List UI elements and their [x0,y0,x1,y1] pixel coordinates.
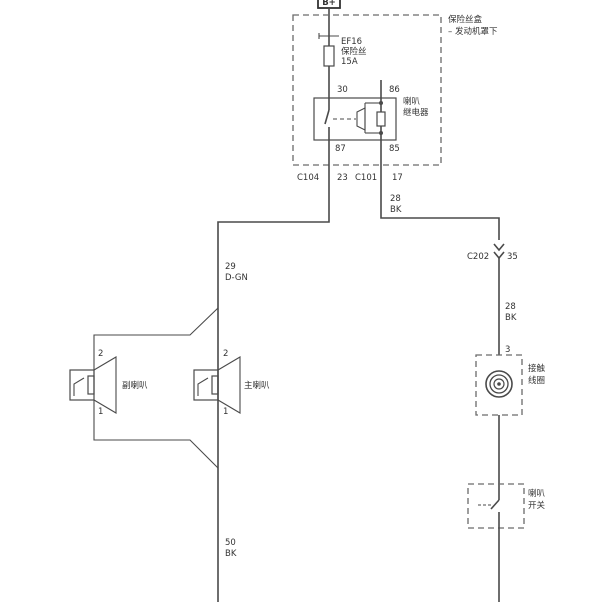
main-horn-pin-top: 2 [223,349,228,359]
battery-label: B+ [322,0,336,8]
fuse-box-enclosure [292,14,442,166]
connector-c104-pin: 23 [337,173,348,183]
connector-c202: C202 35 [467,243,518,262]
secondary-horn-pin-top: 2 [98,349,103,359]
relay-coil [376,111,386,127]
switch-feed-gauge: 28 [505,302,516,312]
secondary-horn-ground [93,400,219,469]
secondary-horn: 2 1 副喇叭 [69,349,148,417]
relay-pin-87: 87 [335,144,346,154]
fuse-box-title-line1: 保险丝盒 [448,14,483,25]
horn-switch: 喇叭 开关 [467,483,546,529]
relay-name-line2: 继电器 [403,107,429,118]
connector-c202-name: C202 [467,252,489,262]
connector-c202-pin: 35 [507,252,518,262]
fuse-element [323,45,335,67]
fuse-name: 保险丝 [341,46,367,57]
secondary-horn-feed [93,307,219,380]
coil-pin: 3 [505,345,510,355]
connector-c104-name: C104 [297,173,319,183]
relay-name-line1: 喇叭 [403,96,421,107]
switch-feed-color: BK [505,313,517,323]
fuse-id: EF16 [341,37,362,47]
horn-feed-gauge: 29 [225,262,236,272]
contact-coil: 3 接触 线圈 [475,345,546,416]
coil-label-line2: 线圈 [528,375,545,386]
relay-pin-30: 30 [337,85,348,95]
relay-pin-86: 86 [389,85,400,95]
relay-pin-85: 85 [389,144,400,154]
relay-body [313,97,397,141]
relay-output-wire [380,168,500,240]
ground-gauge: 50 [225,538,236,548]
connector-c101-pin: 17 [392,173,403,183]
horn-relay: 30 86 87 85 喇叭 继电器 [313,85,429,154]
horn-feed-color: D-GN [225,273,248,283]
fuse-rating: 15A [341,57,358,67]
horn-feed-wire [217,168,330,602]
connector-c101-name: C101 [355,173,377,183]
ground-color: BK [225,549,237,559]
main-horn-pin-bottom: 1 [223,407,228,417]
relay-out-color: BK [390,205,402,215]
secondary-horn-pin-bottom: 1 [98,407,103,417]
main-horn-label: 主喇叭 [244,380,270,391]
fuse-ef16: EF16 保险丝 15A [318,33,367,98]
battery-terminal: B+ [317,0,341,9]
fuse-box-title-line2: – 发动机罩下 [448,26,498,37]
relay-out-gauge: 28 [390,194,401,204]
coil-label-line1: 接触 [528,363,546,374]
main-horn: 2 1 主喇叭 [193,349,270,417]
switch-label-line2: 开关 [528,500,546,511]
secondary-horn-label: 副喇叭 [122,380,148,391]
switch-label-line1: 喇叭 [528,488,546,499]
